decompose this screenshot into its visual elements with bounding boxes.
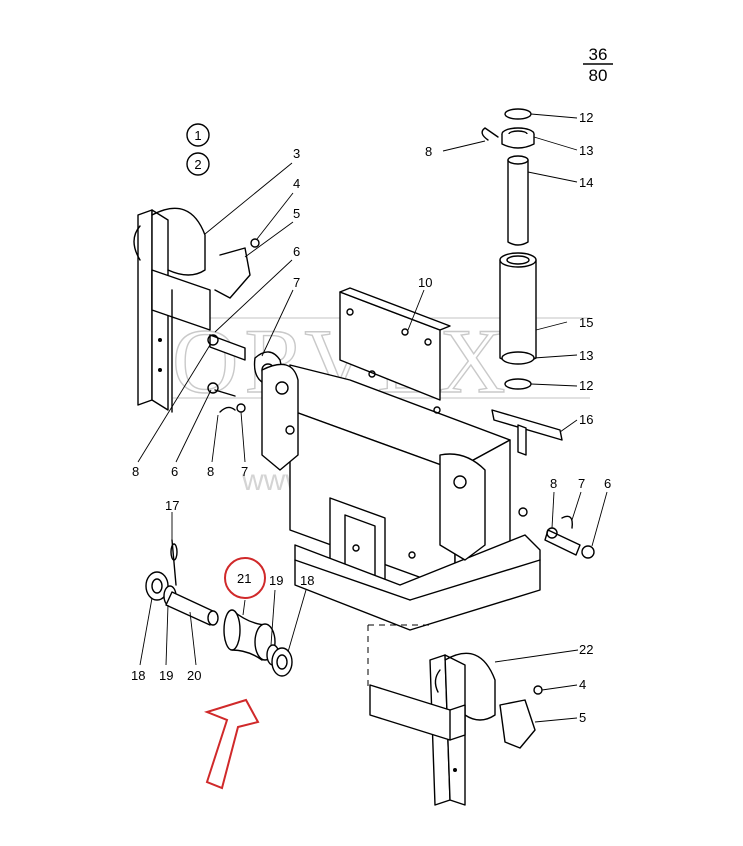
lower-bracket [367,624,543,806]
callout-5-lower: 5 [579,710,586,725]
highlight-arrow [203,698,260,790]
callout-8-shaft: 8 [425,144,432,159]
callout-18-left: 18 [131,668,145,683]
callout-7-right: 7 [578,476,585,491]
callouts: 3 4 5 6 7 8 6 8 7 10 8 12 13 14 15 13 12… [131,110,611,725]
callout-12: 12 [579,110,593,125]
callout-7: 7 [293,275,300,290]
callout-10: 10 [418,275,432,290]
callout-20: 20 [187,668,201,683]
callout-6-right: 6 [604,476,611,491]
leader-lines [137,113,608,723]
sheet-numerator: 36 [589,45,608,64]
callout-4: 4 [293,176,300,191]
variant-2: 2 [186,152,210,176]
callout-8-lower: 8 [207,464,214,479]
callout-19-left: 19 [159,668,173,683]
callout-14: 14 [579,175,593,190]
highlight-circle [224,557,266,599]
callout-15: 15 [579,315,593,330]
callout-8-right: 8 [550,476,557,491]
callout-18: 18 [300,573,314,588]
callout-5: 5 [293,206,300,221]
sheet-denominator: 80 [589,66,608,85]
svg-text:2: 2 [194,157,201,172]
callout-22: 22 [579,642,593,657]
callout-13-lower: 13 [579,348,593,363]
left-upper-bracket [133,207,260,413]
vertical-shaft [481,108,563,456]
callout-3: 3 [293,146,300,161]
callout-16: 16 [579,412,593,427]
main-frame [261,287,541,631]
callout-17: 17 [165,498,179,513]
callout-7-lower: 7 [241,464,248,479]
callout-21: 21 [237,571,251,586]
callout-8: 8 [132,464,139,479]
callout-4-lower: 4 [579,677,586,692]
roller-assembly [145,539,293,677]
callout-12-lower: 12 [579,378,593,393]
callout-13: 13 [579,143,593,158]
variant-1: 1 [186,123,210,147]
callout-6-lower: 6 [171,464,178,479]
sheet-number: 36 80 [583,45,613,85]
callout-19: 19 [269,573,283,588]
highlight [203,557,266,790]
callout-6: 6 [293,244,300,259]
svg-text:1: 1 [194,128,201,143]
